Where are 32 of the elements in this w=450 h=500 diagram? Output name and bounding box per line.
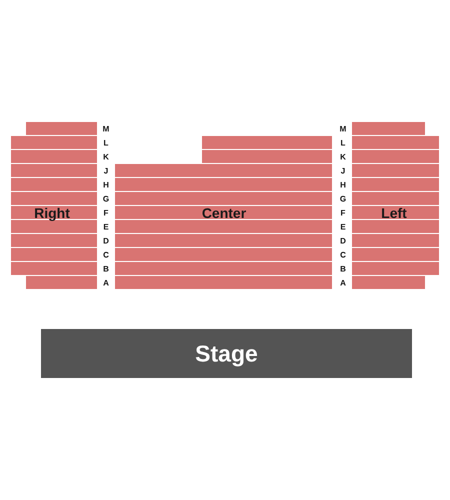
row-letter: J [104,166,108,176]
row-letter: F [104,208,108,218]
row-letter: C [103,250,109,260]
row-letter: M [102,124,110,134]
row-letter: A [103,278,109,288]
row-letter: G [340,194,346,204]
row-letter: G [102,194,110,204]
row-letter: J [340,166,346,176]
row-letter: D [340,236,346,246]
row-letter: E [340,222,346,232]
row-letter: K [340,152,346,162]
stage-label: Stage [195,340,258,367]
row-letter: H [340,180,346,190]
row-letter: L [340,138,346,148]
section-label: Left [381,205,407,221]
row-letter: C [340,250,346,260]
row-letter: B [340,264,346,274]
row-letter: L [104,138,108,148]
seating-section [11,122,97,289]
section-label: Center [202,205,246,221]
row-letter: K [103,152,109,162]
row-letter: D [103,236,109,246]
section-label: Right [34,205,70,221]
row-letter: H [103,180,109,190]
row-letter: M [340,124,346,134]
row-letter: E [103,222,109,232]
row-letter: F [340,208,346,218]
seating-section [115,136,332,289]
stage-block [41,329,412,378]
row-letter: B [103,264,109,274]
row-letter: A [340,278,346,288]
seating-section [352,122,439,289]
